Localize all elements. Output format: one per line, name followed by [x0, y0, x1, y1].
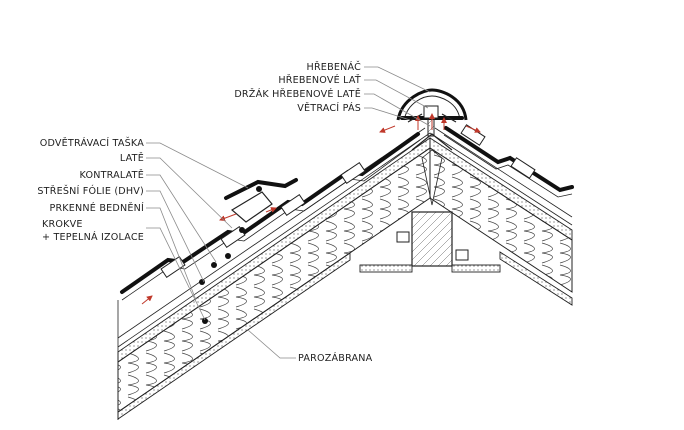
leader-krokve — [146, 227, 206, 321]
right-batten-1 — [510, 157, 536, 179]
left-batten-1 — [160, 256, 186, 278]
purlin-cleat-left — [396, 231, 410, 243]
ridge-batten — [423, 105, 439, 119]
fixing-dot-5 — [199, 279, 205, 285]
fixing-dot-3 — [225, 253, 231, 259]
left-roof-foil — [117, 132, 431, 348]
leader-vetraci-pas — [364, 107, 411, 121]
labels: HŘEBENÁČ HŘEBENOVÉ LAŤ DRŽÁK HŘEBENOVÉ L… — [37, 60, 372, 364]
ridge-batten-holder — [427, 117, 435, 137]
left-roof-pitch — [117, 127, 431, 420]
leader-late — [146, 157, 233, 229]
left-batten-3 — [280, 194, 306, 216]
ridge-cap-inner — [403, 95, 461, 121]
ridge-cap — [396, 88, 468, 121]
label-parozabrana: PAROZÁBRANA — [298, 351, 373, 364]
label-odvetravaci-taska: ODVĚTRÁVACÍ TAŠKA — [40, 136, 144, 149]
right-roof-tiles — [444, 126, 574, 193]
left-counter-batten-line — [117, 127, 426, 339]
left-insulation-band — [117, 147, 431, 413]
ventilation-tile-body — [230, 191, 273, 223]
leader-parozabrana — [247, 329, 296, 359]
fixing-dot-1 — [256, 186, 262, 192]
label-stresni-folie: STŘEŠNÍ FÓLIE (DHV) — [37, 184, 144, 197]
airflow-arrow-eaves — [141, 295, 153, 305]
leader-drzak-hrebenove-late — [364, 93, 431, 127]
ridge-apex — [411, 133, 453, 151]
leader-prkenne-bedneni — [146, 207, 197, 301]
right-roof-pitch — [429, 124, 574, 306]
right-plank-boarding — [429, 137, 573, 241]
leader-hrebenove-late — [364, 79, 429, 109]
left-batten-4 — [340, 162, 366, 184]
label-prkenne-bedneni: PRKENNÉ BEDNĚNÍ — [49, 201, 144, 214]
right-tile-underline — [443, 134, 573, 198]
right-counter-batten-line — [434, 127, 573, 218]
leader-odvetravaci-taska — [146, 142, 249, 189]
ridge-apex-inner — [421, 149, 443, 206]
label-vetraci-pas: VĚTRACÍ PÁS — [297, 101, 361, 114]
label-hrebenac: HŘEBENÁČ — [307, 60, 362, 73]
airflow-arrow-ridge-left — [379, 125, 396, 133]
leader-hrebenac — [364, 66, 431, 93]
airflow-arrow-vent-tile-2 — [265, 207, 277, 213]
label-late: LATĚ — [120, 151, 144, 164]
label-kontralate: KONTRALATĚ — [80, 168, 145, 181]
leader-stresni-folie — [146, 190, 205, 283]
leader-lines — [146, 66, 431, 359]
leader-kontralate — [146, 174, 217, 263]
airflow-arrow-ridge-right — [465, 125, 481, 133]
left-plank-boarding — [117, 137, 431, 363]
right-vapour-barrier — [499, 251, 573, 306]
right-roof-foil — [429, 132, 573, 226]
purlin-block — [411, 211, 453, 267]
ceiling-board-left — [359, 264, 413, 273]
ridge-purlin — [359, 211, 501, 273]
label-tepelna-izolace: + TEPELNÁ IZOLACE — [42, 230, 144, 243]
label-drzak-hrebenove-late: DRŽÁK HŘEBENOVÉ LATĚ — [234, 87, 361, 100]
label-krokve: KROKVE — [42, 219, 83, 230]
ventilation-tile — [224, 178, 298, 200]
purlin-cleat-right — [455, 249, 469, 261]
label-hrebenove-late: HŘEBENOVÉ LAŤ — [278, 73, 361, 86]
fixing-dot-4 — [211, 262, 217, 268]
fixing-dot-6 — [202, 318, 208, 324]
ceiling-board-right — [451, 264, 501, 273]
fixing-dot-2 — [239, 227, 245, 233]
